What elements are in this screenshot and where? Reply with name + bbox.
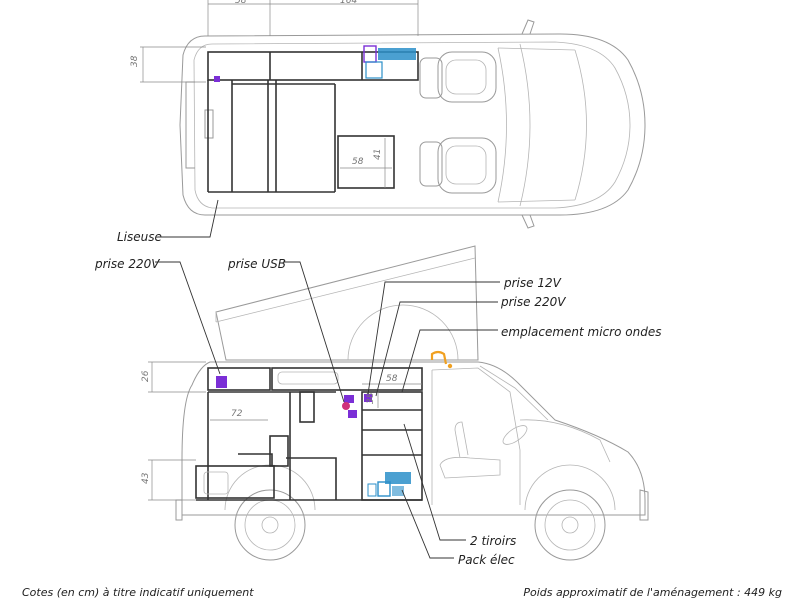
side-view-battery: [377, 481, 391, 497]
side-view-windshield: [479, 365, 549, 421]
dim-bed-length: 72: [231, 409, 243, 419]
side-view-furniture: [195, 367, 423, 501]
label-prise-220v-right: prise 220V: [500, 295, 566, 309]
leader-prise-usb: [283, 261, 345, 403]
leader-prise-12v: [367, 281, 500, 395]
top-view-battery: [365, 61, 383, 79]
side-view-dimensions: [148, 361, 422, 501]
dim-top-width: 38: [130, 55, 140, 67]
leader-liseuse: [158, 199, 219, 238]
top-view-dimensions: [140, 0, 419, 188]
top-view-body-outline: [179, 33, 646, 216]
dim-kitchen-width: 58: [386, 374, 398, 384]
top-view: 58 164 38 58 41: [130, 0, 646, 229]
label-pack-elec: Pack élec: [458, 553, 515, 567]
top-view-windshield: [497, 43, 587, 207]
side-view-socket-12v: [364, 394, 372, 402]
label-2-tiroirs: 2 tiroirs: [470, 534, 516, 548]
top-view-front-seats: [419, 51, 497, 194]
top-view-electric-pack: [378, 48, 416, 60]
footer-disclaimer: Cotes (en cm) à titre indicatif uniqueme…: [22, 586, 254, 599]
top-view-mirror-top: [521, 19, 535, 35]
label-prise-220v-left: prise 220V: [94, 257, 160, 271]
top-view-mirror-bottom: [521, 214, 535, 229]
label-liseuse: Liseuse: [117, 230, 162, 244]
leader-prise-220v-left: [155, 261, 221, 375]
side-view-roof-arc: [347, 304, 459, 361]
leader-prise-220v-right: [375, 301, 498, 397]
dim-top-left: 58: [235, 0, 247, 6]
side-view-rear-bumper: [175, 499, 183, 521]
label-prise-12v: prise 12V: [503, 276, 562, 290]
side-view-dashboard: [519, 419, 611, 463]
top-view-rear-bumper: [185, 81, 195, 169]
side-view-steering-wheel: [502, 425, 528, 445]
side-view-wheel-arch-rear: [224, 464, 316, 511]
leader-pack-elec: [401, 489, 454, 559]
top-view-small-socket: [214, 76, 220, 82]
leader-2-tiroirs: [403, 423, 466, 541]
side-view-popup-roof: [215, 245, 479, 361]
callouts: prise 220V prise USB prise 12V prise 220…: [94, 257, 661, 567]
dim-kitchen-height: 38: [366, 392, 376, 404]
top-view-hood-line-1: [497, 47, 576, 51]
side-view-front-bumper: [639, 489, 649, 521]
side-view-wheel-front: [534, 489, 606, 561]
top-view-furniture: [207, 51, 419, 193]
side-view-inverter: [392, 486, 404, 496]
top-view-hood-line-2: [497, 199, 576, 203]
side-view-light-dot: [447, 363, 453, 369]
side-view-light: [430, 350, 448, 365]
dim-table-width: 58: [352, 157, 364, 167]
dim-top-right: 164: [340, 0, 357, 6]
side-view-pack-elec: [385, 472, 411, 484]
dim-table-depth: 41: [373, 149, 383, 160]
dim-bench-height: 43: [141, 472, 151, 484]
side-view-socket-220v-left: [216, 376, 227, 388]
side-view-body-outline: [181, 361, 646, 516]
footer-weight: Poids approximatif de l'aménagement : 44…: [523, 586, 782, 599]
leader-micro-ondes: [401, 329, 498, 393]
side-view-front-seat: [439, 421, 501, 479]
dim-cabinet-height: 26: [141, 370, 151, 382]
side-view-wheel-arch-front: [524, 464, 616, 511]
side-view-usb-socket: [342, 402, 350, 410]
top-view-socket-purple: [363, 45, 377, 63]
label-prise-usb: prise USB: [227, 257, 286, 271]
top-view-inner-outline: [193, 41, 631, 209]
side-view-fuse-box: [367, 483, 377, 497]
side-view-usb-block-2: [348, 410, 357, 418]
top-view-rear-handle: [204, 109, 214, 139]
label-micro-ondes: emplacement micro ondes: [501, 325, 661, 339]
side-view-usb-block: [344, 395, 354, 403]
side-view: 26 72 58 38 43: [141, 245, 649, 561]
side-view-front-door: [431, 367, 521, 505]
